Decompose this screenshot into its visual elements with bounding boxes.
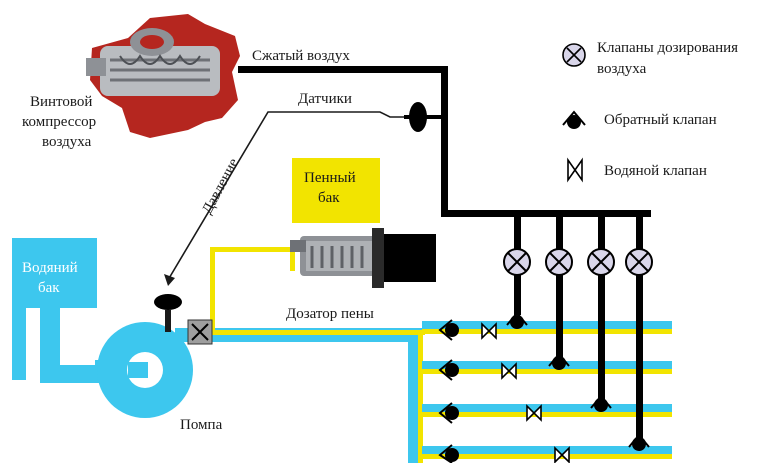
air-dosing-valve [587,248,615,276]
outlet-branches [422,321,672,459]
legend-air-valve-label-2: воздуха [597,61,647,77]
legend: Клапаны дозирования воздуха Обратный кла… [562,40,738,183]
check-valve [590,394,612,412]
water-valve [481,322,497,340]
check-valve [548,352,570,370]
compressed-air-label: Сжатый воздух [252,48,350,64]
check-valve [438,402,459,424]
pump-label: Помпа [180,417,223,433]
legend-air-valve-label-1: Клапаны дозирования [597,40,738,56]
water-tank-label-1: Водяний [22,260,78,276]
legend-water-valve: Водяной клапан [567,157,707,183]
air-dosing-valve [503,248,531,276]
water-valves [481,322,570,463]
foam-dispenser: Дозатор пены [286,228,436,322]
air-dosing-valve [625,248,653,276]
water-tank-label-2: бак [38,280,60,296]
pressure-label: Давление [199,156,242,217]
compressor-label-3: воздуха [42,134,92,150]
foam-supply-pipe [210,247,425,463]
air-dosing-valve [545,248,573,276]
water-tank: Водяний бак [12,238,125,383]
legend-check-valve-label: Обратный клапан [604,112,717,128]
pressure-sensor: Датчики [298,91,442,132]
check-valve [438,359,459,381]
compressor-label-2: компрессор [22,114,96,130]
air-dosing-valves [503,248,653,276]
sensors-label: Датчики [298,91,352,107]
dispenser-valve [187,319,213,345]
foam-tank: Пенный бак [292,158,380,223]
compressor-label-1: Винтовой [30,94,92,110]
air-check-valves [506,311,650,451]
pump: Помпа [95,294,223,433]
foam-dispenser-label: Дозатор пены [286,306,374,322]
water-main-pipe [175,328,422,463]
foam-tank-label-1: Пенный [304,170,356,186]
legend-check-valve: Обратный клапан [562,110,717,129]
legend-water-valve-label: Водяной клапан [604,163,707,179]
foam-tank-label-2: бак [318,190,340,206]
water-check-valves [438,319,459,463]
legend-air-valve: Клапаны дозирования воздуха [562,40,738,77]
check-valve [438,444,459,463]
check-valve [628,433,650,451]
check-valve [438,319,459,341]
water-valve [526,404,542,422]
screw-compressor: Винтовой компрессор воздуха [22,14,240,150]
water-valve [554,446,570,463]
water-valve-icon [567,157,583,183]
check-valve-icon [562,110,586,126]
water-valve [501,362,517,380]
check-valve [506,311,528,329]
